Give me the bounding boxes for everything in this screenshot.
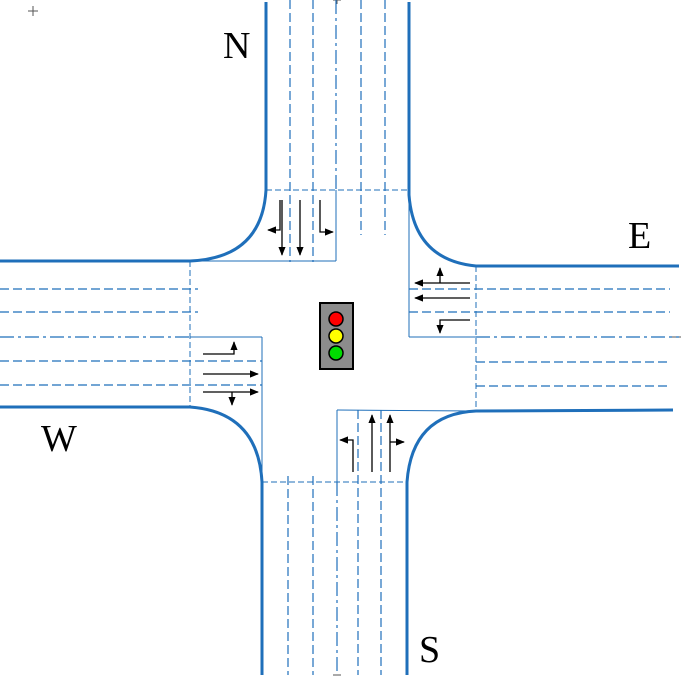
north-approach-arrows <box>267 200 334 256</box>
north-label: N <box>223 25 250 67</box>
curb-south-east <box>405 408 674 675</box>
south-label: S <box>419 629 440 671</box>
east-label: E <box>628 215 651 257</box>
signal-yellow-light <box>328 328 344 344</box>
curb-north-east <box>407 2 679 268</box>
north-left-arrow <box>267 200 281 234</box>
signal-green-light <box>328 345 344 361</box>
curb-south-west <box>0 405 264 675</box>
south-approach-arrows <box>339 414 405 472</box>
west-approach-arrows <box>203 341 259 406</box>
lane-arrows <box>203 200 470 472</box>
traffic-signal <box>319 302 354 370</box>
east-right-arrow <box>436 319 470 334</box>
east-approach-arrows <box>414 267 470 334</box>
signal-red-light <box>328 311 344 327</box>
west-label: W <box>41 418 77 460</box>
curb-north-west <box>0 2 268 263</box>
north-right-arrow <box>319 200 334 236</box>
west-left-arrow <box>203 341 238 355</box>
south-left-arrow <box>339 436 354 472</box>
